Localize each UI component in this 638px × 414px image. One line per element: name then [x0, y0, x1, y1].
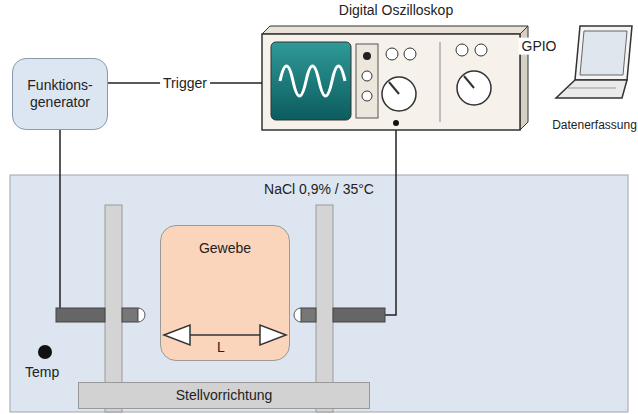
node-label: Stellvorrichtung	[176, 387, 273, 404]
laptop	[556, 26, 632, 98]
clamp-right	[316, 205, 333, 412]
connector-label: Trigger	[160, 75, 210, 92]
signal-wire	[58, 130, 60, 315]
node-label: NaCl 0,9% / 35°C	[264, 181, 374, 198]
measure-wire	[385, 125, 396, 315]
node-label: Gewebe	[199, 240, 251, 257]
saline-bath	[10, 175, 628, 412]
electrode-left	[56, 308, 145, 322]
oscilloscope-node: Digital Oszilloskop	[262, 2, 530, 130]
temp-sensor	[38, 345, 52, 359]
node-label: Funktions- generator	[17, 77, 103, 111]
connector-label: GPIO	[518, 38, 559, 55]
temp-label: Temp	[25, 364, 59, 381]
length-label: L	[217, 339, 225, 356]
clamp-left	[105, 205, 122, 412]
tissue-box: Gewebe	[160, 225, 290, 361]
bath-region: NaCl 0,9% / 35°C GewebeStellvorrichtung	[10, 175, 628, 412]
node-label: Digital Oszilloskop	[339, 2, 453, 19]
laptop-node: Datenerfassung	[548, 20, 638, 132]
oscilloscope	[262, 26, 528, 130]
generator-box: Funktions- generator	[12, 58, 108, 130]
electrode-right	[294, 308, 385, 322]
node-label: Datenerfassung	[552, 118, 637, 132]
positioner-bar: Stellvorrichtung	[78, 382, 370, 409]
